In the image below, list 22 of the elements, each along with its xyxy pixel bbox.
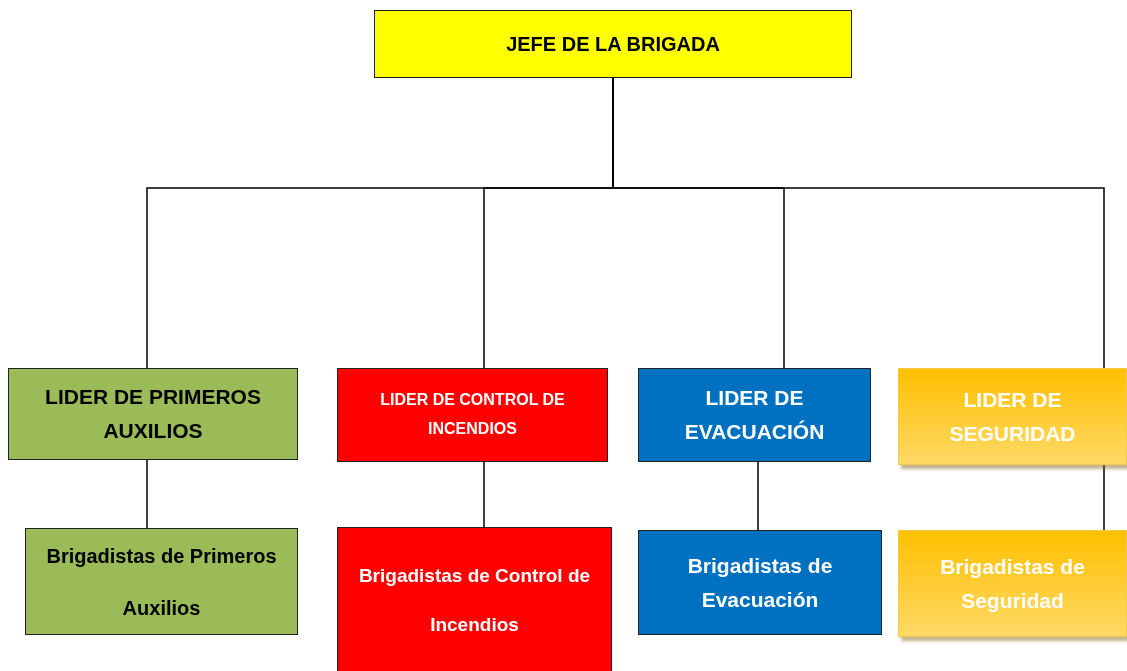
box-label: LIDER DE PRIMEROS AUXILIOS (44, 384, 262, 444)
org-chart-box (8, 368, 298, 460)
org-chart-box (638, 368, 871, 462)
box-label: LIDER DE SEGURIDAD (948, 386, 1077, 447)
connector-line (483, 461, 485, 528)
connector-line (146, 459, 148, 529)
org-chart-box (898, 530, 1127, 637)
box-label: LIDER DE CONTROL DE INCENDIOS (379, 390, 566, 439)
org-chart-box (25, 528, 298, 635)
connector-line (757, 461, 759, 531)
box-label: Brigadistas de Control de Incendios (357, 563, 592, 637)
box-label: Brigadistas de Evacuación (686, 552, 834, 613)
box-label: JEFE DE LA BRIGADA (506, 32, 720, 56)
org-chart-box (337, 368, 608, 462)
org-chart-box (898, 368, 1127, 465)
box-label: Brigadistas de Seguridad (939, 553, 1086, 614)
connector-line (1103, 464, 1105, 531)
box-label: Brigadistas de Primeros Auxilios (45, 543, 278, 621)
org-chart-box (337, 527, 612, 671)
org-chart-box (374, 10, 852, 78)
org-chart-box (638, 530, 882, 635)
box-label: LIDER DE EVACUACIÓN (683, 385, 826, 445)
